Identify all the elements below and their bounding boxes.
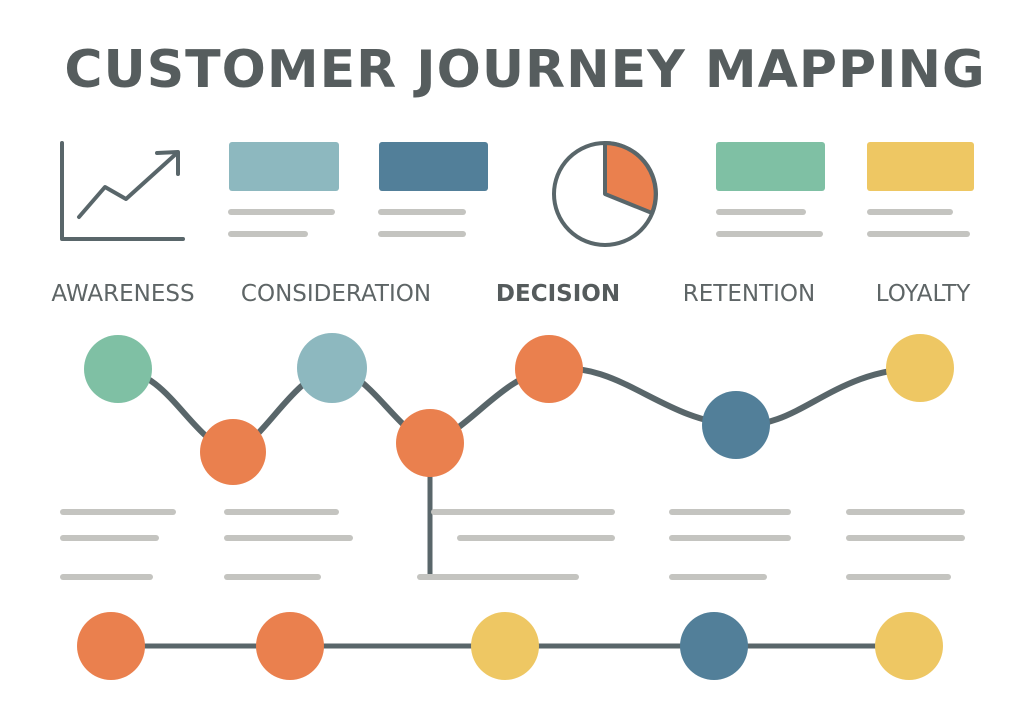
blue-card-text-placeholder — [378, 209, 466, 237]
pie-chart-icon — [552, 141, 658, 247]
stage-label-retention: RETENTION — [682, 281, 816, 307]
teal-card-text-placeholder — [228, 209, 335, 237]
teal-card-icon — [229, 142, 339, 191]
timeline-node-2 — [256, 612, 324, 680]
consideration-text-placeholder — [224, 509, 353, 580]
timeline-node-5 — [875, 612, 943, 680]
retention-text-placeholder — [669, 509, 791, 580]
decision-text-placeholder — [431, 509, 615, 541]
stage-label-loyalty: LOYALTY — [875, 281, 971, 307]
yellow-card-text-placeholder — [867, 209, 970, 237]
page-title: CUSTOMER JOURNEY MAPPING — [64, 40, 986, 100]
journey-node-retention — [702, 391, 770, 459]
loyalty-text-placeholder — [846, 509, 965, 580]
yellow-card-icon — [867, 142, 974, 191]
stage-label-awareness: AWARENESS — [51, 281, 195, 307]
journey-node-consideration — [297, 333, 367, 403]
journey-node-awareness — [84, 335, 152, 403]
blue-card-icon — [379, 142, 488, 191]
journey-node-awareness-dip — [200, 419, 266, 485]
line-chart-icon — [60, 141, 185, 241]
journey-node-decision-peak — [515, 335, 583, 403]
timeline-node-1 — [77, 612, 145, 680]
awareness-text-placeholder — [60, 509, 176, 580]
timeline-node-3 — [471, 612, 539, 680]
green-card-icon — [716, 142, 825, 191]
timeline-node-4 — [680, 612, 748, 680]
journey-node-decision — [396, 409, 464, 477]
journey-node-loyalty — [886, 334, 954, 402]
stage-label-decision: DECISION — [495, 281, 621, 307]
stage-label-consideration: CONSIDERATION — [240, 281, 432, 307]
green-card-text-placeholder — [716, 209, 823, 237]
